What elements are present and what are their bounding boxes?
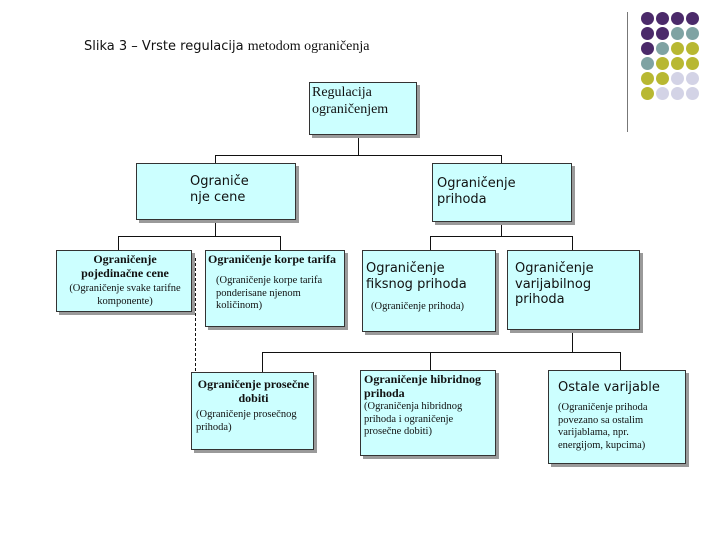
node-other-variable-title: Ostale varijable bbox=[558, 380, 660, 395]
node-avg-revenue: Ograničenje prosečne dobiti (Ograničenje… bbox=[191, 372, 314, 450]
node-individual-price-desc: (Ograničenje svake tarifne komponente) bbox=[69, 283, 181, 307]
decorative-dot bbox=[686, 27, 699, 40]
decorative-dot bbox=[686, 57, 699, 70]
node-variable-revenue: Ograničenje varijabilnog prihoda bbox=[507, 250, 640, 330]
figure-title: Slika 3 – Vrste regulacija metodom ogran… bbox=[84, 39, 369, 55]
connector-line bbox=[430, 352, 431, 370]
decorative-dot bbox=[656, 87, 669, 100]
connector-line bbox=[501, 222, 502, 236]
connector-line bbox=[118, 236, 119, 250]
decorative-dot bbox=[641, 12, 654, 25]
node-revenue-cap-label: Ograničenje prihoda bbox=[437, 176, 516, 207]
node-basket: Ograničenje korpe tarifa (Ograničenje ko… bbox=[205, 250, 345, 327]
connector-line bbox=[572, 236, 573, 250]
connector-line bbox=[280, 236, 281, 250]
node-individual-price: Ograničenje pojedinačne cene (Ograničenj… bbox=[56, 250, 192, 312]
dashed-connector bbox=[195, 258, 196, 376]
connector-line bbox=[620, 352, 621, 370]
decorative-dot bbox=[686, 42, 699, 55]
figure-title-part1: Slika 3 – Vrste regulacija bbox=[84, 39, 244, 54]
connector-line bbox=[262, 352, 621, 353]
node-basket-desc: (Ograničenje korpe tarifa ponderisane nj… bbox=[216, 275, 323, 312]
connector-line bbox=[430, 236, 431, 250]
node-avg-revenue-title: Ograničenje prosečne dobiti bbox=[197, 377, 310, 406]
node-price-cap-label: Ograniče nje cene bbox=[190, 174, 249, 205]
node-individual-price-title: Ograničenje pojedinačne cene bbox=[81, 252, 169, 281]
node-variable-revenue-title: Ograničenje varijabilnog prihoda bbox=[515, 261, 594, 308]
node-fixed-revenue-desc: (Ograničenje prihoda) bbox=[371, 301, 464, 312]
connector-line bbox=[501, 155, 502, 163]
node-price-cap: Ograniče nje cene bbox=[136, 163, 296, 220]
decorative-dot bbox=[671, 27, 684, 40]
decorative-dot bbox=[641, 27, 654, 40]
decorative-dot bbox=[656, 27, 669, 40]
node-hybrid-title: Ograničenje hibridnog prihoda bbox=[364, 372, 482, 401]
node-other-variable-desc: (Ograničenje prihoda povezano sa ostalim… bbox=[558, 402, 648, 451]
connector-line bbox=[358, 135, 359, 155]
node-avg-revenue-desc: (Ograničenje prosečnog prihoda) bbox=[196, 409, 297, 433]
node-fixed-revenue-title: Ograničenje fiksnog prihoda bbox=[366, 261, 467, 292]
decorative-dot bbox=[671, 57, 684, 70]
decorative-dot bbox=[656, 42, 669, 55]
decorative-divider-line bbox=[627, 12, 628, 132]
node-basket-title: Ograničenje korpe tarifa bbox=[208, 252, 336, 266]
connector-line bbox=[262, 352, 263, 372]
decorative-dot bbox=[686, 72, 699, 85]
decorative-dot bbox=[686, 87, 699, 100]
node-revenue-cap: Ograničenje prihoda bbox=[432, 163, 572, 222]
node-root: Regulacija ograničenjem bbox=[309, 82, 417, 135]
decorative-dot bbox=[641, 57, 654, 70]
decorative-dot bbox=[656, 12, 669, 25]
node-other-variable: Ostale varijable (Ograničenje prihoda po… bbox=[548, 370, 686, 464]
connector-line bbox=[572, 330, 573, 352]
figure-title-part2: metodom ograničenja bbox=[247, 39, 370, 54]
node-fixed-revenue: Ograničenje fiksnog prihoda (Ograničenje… bbox=[362, 250, 496, 332]
decorative-dot bbox=[641, 72, 654, 85]
decorative-dot bbox=[656, 72, 669, 85]
decorative-dot bbox=[671, 12, 684, 25]
connector-line bbox=[215, 155, 502, 156]
decorative-dot bbox=[641, 87, 654, 100]
connector-line bbox=[215, 220, 216, 236]
connector-line bbox=[430, 236, 573, 237]
decorative-dot bbox=[656, 57, 669, 70]
node-hybrid: Ograničenje hibridnog prihoda (Ograničen… bbox=[360, 370, 496, 456]
decorative-dot bbox=[686, 12, 699, 25]
node-root-label: Regulacija ograničenjem bbox=[312, 85, 389, 117]
connector-line bbox=[118, 236, 281, 237]
node-hybrid-desc: (Ograničenja hibridnog prihoda i ogranič… bbox=[364, 401, 463, 438]
connector-line bbox=[215, 155, 216, 163]
decorative-dot bbox=[671, 87, 684, 100]
decorative-dot bbox=[641, 42, 654, 55]
decorative-dot bbox=[671, 42, 684, 55]
decorative-dot bbox=[671, 72, 684, 85]
